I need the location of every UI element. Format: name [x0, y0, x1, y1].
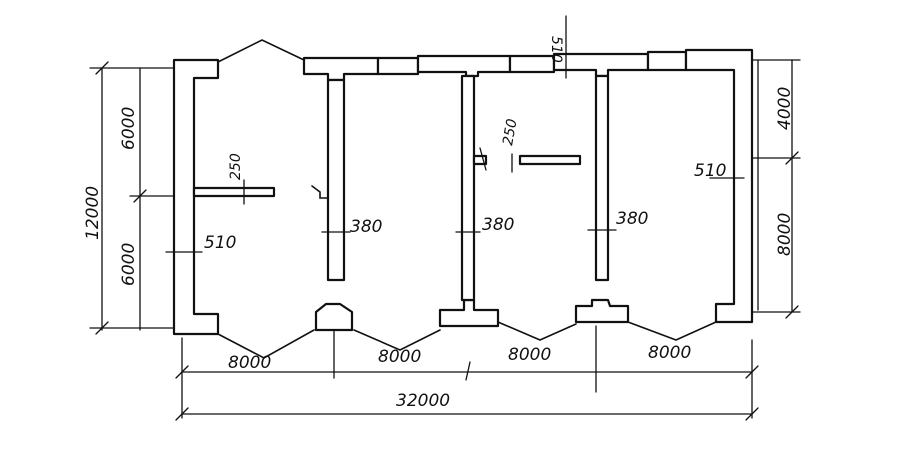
- right-dimensions: 4000 8000: [751, 59, 801, 319]
- left-outer-wall: [172, 58, 220, 336]
- dim-label-510-right: 510: [694, 161, 726, 181]
- dim-label-380-c: 380: [616, 209, 648, 229]
- dim-label-8000-bay-1: 8000: [228, 353, 271, 373]
- dim-label-4000: 4000: [775, 87, 795, 130]
- interior-wall-380-a: [326, 78, 346, 282]
- dim-label-380-b: 380: [482, 215, 514, 235]
- top-wall-segment-5: [552, 52, 650, 78]
- top-wall-dimension: 510: [548, 15, 567, 79]
- bottom-pier-1: [314, 302, 354, 332]
- top-wall-segment-3: [416, 54, 512, 78]
- door-stub: [311, 185, 329, 199]
- top-bay-window: [217, 39, 305, 63]
- top-wall-segment-2: [376, 56, 420, 76]
- outer-walls: [172, 39, 754, 359]
- bottom-bay-window-4: [627, 321, 717, 341]
- dim-label-32000: 32000: [396, 391, 450, 411]
- top-wall-segment-1: [302, 56, 380, 82]
- dim-label-250-left: 250: [228, 153, 244, 180]
- bottom-bay-window-1: [217, 329, 315, 359]
- bottom-pier-2: [438, 298, 500, 328]
- top-wall-segment-6: [646, 50, 688, 72]
- bottom-dimensions: 8000 8000 8000 8000 32000: [175, 325, 759, 421]
- dim-label-8000-bay-2: 8000: [378, 347, 421, 367]
- dim-label-6000-lower: 6000: [119, 243, 139, 286]
- interior-partition-250-right: [518, 154, 582, 166]
- left-dimensions: 12000 6000 6000: [83, 61, 175, 335]
- dim-label-8000-right: 8000: [775, 213, 795, 256]
- bottom-pier-3: [574, 298, 630, 324]
- dim-label-6000-upper: 6000: [119, 107, 139, 150]
- dim-label-250-mid: 250: [500, 118, 520, 147]
- dim-label-380-a: 380: [350, 217, 382, 237]
- top-wall-segment-4: [508, 54, 556, 74]
- interior-wall-380-b: [460, 74, 476, 302]
- interior-walls: [192, 74, 610, 302]
- wall-thickness-labels: 510 510 380 380 380 250 250: [165, 118, 745, 253]
- interior-wall-380-c: [594, 74, 610, 282]
- interior-partition-250-left: [192, 186, 276, 198]
- bottom-bay-window-2: [353, 329, 441, 351]
- dim-label-8000-bay-4: 8000: [648, 343, 691, 363]
- bottom-bay-window-3: [497, 321, 577, 341]
- dim-label-510-top: 510: [548, 36, 564, 63]
- dim-label-8000-bay-3: 8000: [508, 345, 551, 365]
- right-outer-wall: [684, 48, 754, 324]
- dim-label-510-left: 510: [204, 233, 236, 253]
- dim-label-12000: 12000: [83, 186, 103, 240]
